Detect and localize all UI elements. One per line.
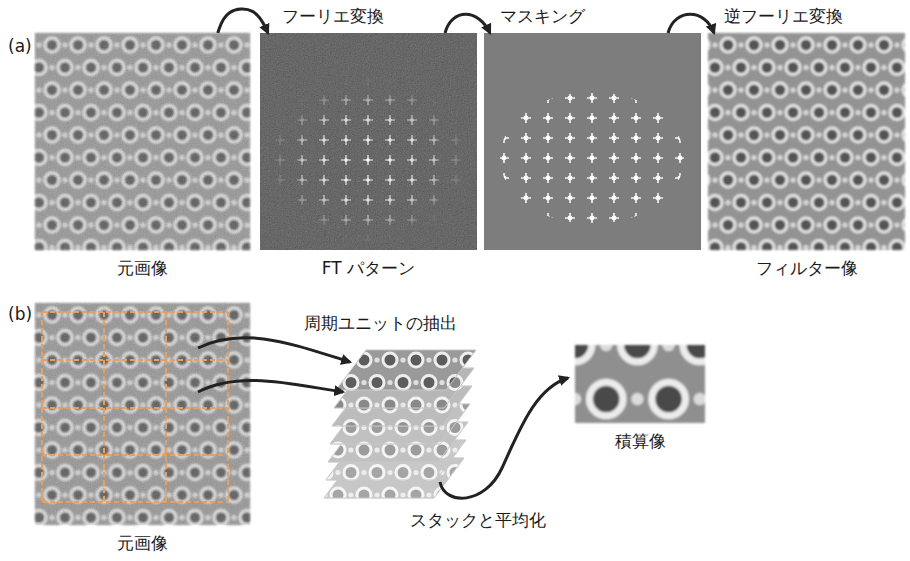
panel-label: (b) — [6, 304, 34, 324]
ft-spots — [260, 33, 477, 250]
step-arrow — [445, 14, 490, 33]
grid-line — [42, 312, 228, 502]
image-noise — [35, 303, 250, 525]
step-arrow — [198, 338, 350, 362]
image-caption: 元画像 — [115, 533, 170, 553]
image-noise — [260, 33, 477, 250]
process-arrow — [218, 9, 268, 33]
image-panel: FT パターン — [260, 33, 477, 282]
averaged-image — [575, 345, 705, 423]
stack-slice — [336, 350, 476, 390]
image-noise — [35, 33, 250, 250]
stack-slice — [336, 350, 476, 390]
image-noise — [708, 33, 905, 250]
ft-image — [260, 33, 477, 250]
lattice-image — [35, 33, 250, 250]
image-caption: FT パターン — [320, 258, 417, 278]
masked-spots — [484, 33, 701, 250]
image-panel: 元画像 — [35, 303, 250, 557]
image-panel: 元画像 — [35, 33, 250, 282]
unit-grid — [42, 312, 228, 502]
step-label: スタックと平均化 — [408, 510, 548, 530]
step-label: マスキング — [498, 6, 587, 26]
image-caption: 積算像 — [613, 431, 668, 451]
step-label: 逆フーリエ変換 — [722, 6, 845, 26]
lattice-image — [708, 33, 905, 250]
image-panel: 積算像 — [575, 345, 705, 455]
step-arrow — [668, 14, 714, 33]
step-label: 周期ユニットの抽出 — [302, 313, 459, 333]
lattice-image — [35, 303, 250, 525]
masked-image — [484, 33, 701, 250]
unit-stack — [324, 350, 476, 498]
image-caption: フィルター像 — [754, 258, 860, 278]
panel-label: (a) — [6, 36, 34, 56]
grid-line — [42, 312, 228, 502]
image-panel: フィルター像 — [708, 33, 905, 282]
step-arrow — [440, 378, 568, 498]
image-caption: 元画像 — [115, 258, 170, 278]
step-label: フーリエ変換 — [280, 6, 386, 26]
step-arrow — [198, 380, 343, 392]
